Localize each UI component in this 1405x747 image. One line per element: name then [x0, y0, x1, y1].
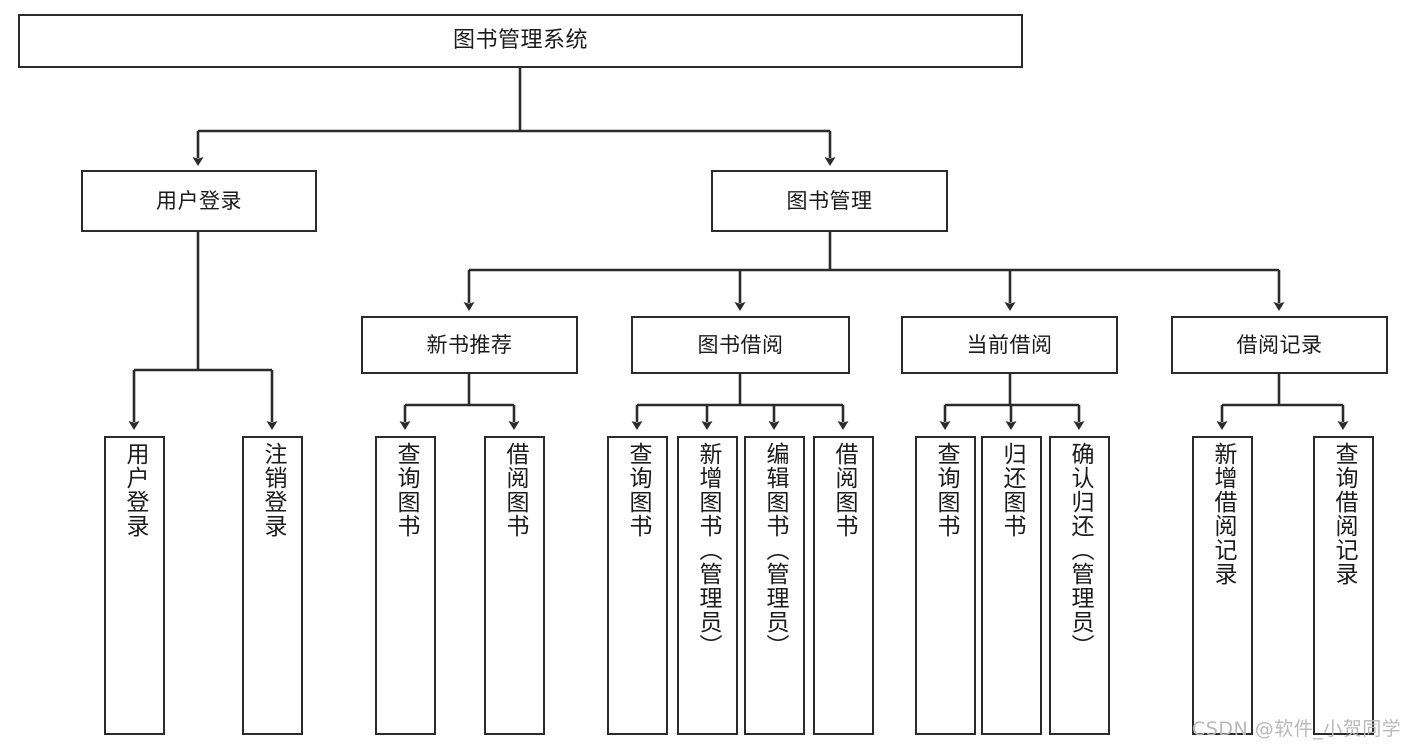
node-current-borrow[interactable]: 当前借阅: [901, 316, 1118, 374]
node-label: 当前借阅: [966, 332, 1053, 357]
leaf-user-login-login[interactable]: 用户登录: [104, 436, 165, 735]
leaf-current-confirm-return-admin[interactable]: 确认归还（管理员）: [1049, 436, 1110, 735]
leaf-borrow-edit-book-admin[interactable]: 编辑图书（管理员）: [744, 436, 805, 735]
node-root-system[interactable]: 图书管理系统: [18, 14, 1023, 68]
node-new-book-recommend[interactable]: 新书推荐: [361, 316, 578, 374]
csdn-watermark: CSDN @软件_小贺同学: [1192, 718, 1402, 740]
node-label: 借阅图书: [831, 442, 857, 538]
node-label: 注销登录: [260, 442, 286, 538]
node-label: 图书管理系统: [452, 28, 588, 54]
leaf-borrow-query-book[interactable]: 查询图书: [607, 436, 668, 735]
leaf-user-login-logout[interactable]: 注销登录: [242, 436, 303, 735]
leaf-record-add-record[interactable]: 新增借阅记录: [1192, 436, 1253, 735]
node-book-management[interactable]: 图书管理: [711, 170, 948, 232]
node-label: 借阅图书: [502, 442, 528, 538]
node-label: 新增借阅记录: [1210, 442, 1236, 586]
node-label: 用户登录: [122, 442, 148, 538]
leaf-current-query-book[interactable]: 查询图书: [915, 436, 976, 735]
node-label: 查询图书: [625, 442, 651, 538]
leaf-recommend-query-book[interactable]: 查询图书: [375, 436, 436, 735]
node-user-login[interactable]: 用户登录: [81, 170, 317, 232]
leaf-recommend-borrow-book[interactable]: 借阅图书: [484, 436, 545, 735]
node-label: 新增图书（管理员）: [695, 442, 721, 658]
leaf-record-query-record[interactable]: 查询借阅记录: [1313, 436, 1374, 735]
node-label: 借阅记录: [1236, 332, 1323, 357]
node-label: 图书管理: [786, 188, 873, 213]
node-label: 查询借阅记录: [1331, 442, 1357, 586]
node-borrow-record[interactable]: 借阅记录: [1171, 316, 1388, 374]
node-label: 查询图书: [933, 442, 959, 538]
leaf-borrow-borrow-book[interactable]: 借阅图书: [813, 436, 874, 735]
node-book-borrow[interactable]: 图书借阅: [631, 316, 850, 374]
node-label: 归还图书: [999, 442, 1025, 538]
node-label: 查询图书: [393, 442, 419, 538]
node-label: 新书推荐: [426, 332, 513, 357]
node-label: 用户登录: [156, 188, 242, 213]
leaf-borrow-add-book-admin[interactable]: 新增图书（管理员）: [677, 436, 738, 735]
node-label: 图书借阅: [697, 332, 784, 357]
leaf-current-return-book[interactable]: 归还图书: [981, 436, 1042, 735]
node-label: 确认归还（管理员）: [1067, 442, 1093, 658]
node-label: 编辑图书（管理员）: [762, 442, 788, 658]
